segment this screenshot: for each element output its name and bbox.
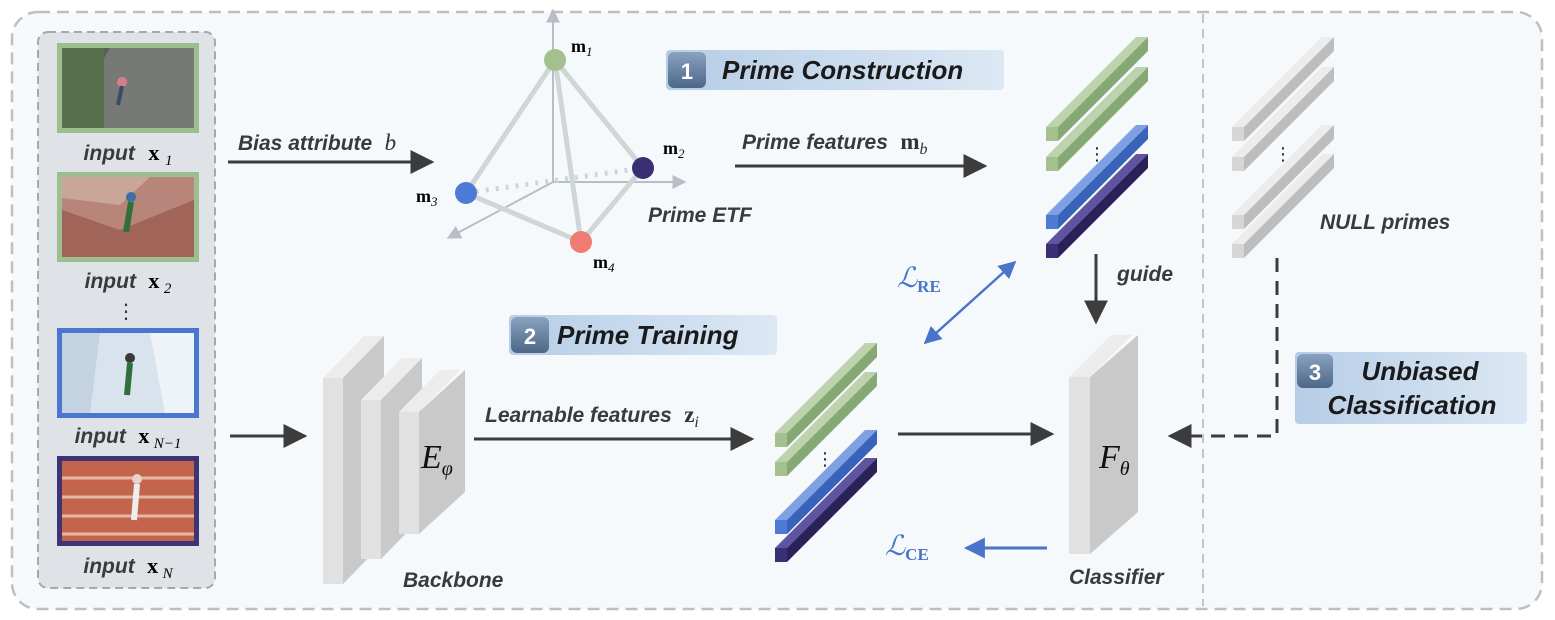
etf-label-m1: m1 bbox=[571, 36, 593, 59]
section-3-title-line1: Unbiased bbox=[1361, 356, 1479, 386]
section-3-title-line2: Classification bbox=[1327, 390, 1496, 420]
section-1-title: Prime Construction bbox=[722, 55, 963, 85]
null-primes-stack: ⋮ bbox=[1232, 37, 1334, 258]
section-3-banner: 3 Unbiased Classification bbox=[1295, 352, 1527, 424]
learnable-feature-stack: ⋮ bbox=[775, 343, 877, 562]
input-label-2: input x 2 bbox=[85, 268, 172, 297]
backbone-symbol: Eφ bbox=[420, 439, 453, 480]
inputs-ellipsis: ⋮ bbox=[116, 301, 136, 323]
re-loss-arrow bbox=[923, 260, 1017, 345]
prime-feature-stack: ⋮ bbox=[1046, 37, 1148, 258]
null-primes-dashed-arrow bbox=[1167, 258, 1279, 448]
learn-bar-navy bbox=[775, 458, 877, 562]
re-loss-label: ℒRE bbox=[897, 263, 941, 296]
input-image-1 bbox=[57, 43, 199, 133]
prime-stack-ellipsis: ⋮ bbox=[1088, 144, 1106, 164]
prime-etf-label: Prime ETF bbox=[648, 204, 753, 227]
null-primes-label: NULL primes bbox=[1320, 211, 1450, 234]
svg-text:2: 2 bbox=[524, 324, 536, 349]
backbone-label: Backbone bbox=[403, 569, 504, 592]
null-bar-4 bbox=[1232, 154, 1334, 258]
etf-vertex-m3 bbox=[455, 182, 477, 204]
learnable-features-label: Learnable features zi bbox=[485, 402, 699, 431]
null-bar-2 bbox=[1232, 67, 1334, 171]
prime-bar-navy bbox=[1046, 154, 1148, 258]
input-image-2 bbox=[57, 172, 199, 262]
null-bar-1 bbox=[1232, 37, 1334, 141]
null-stack-ellipsis: ⋮ bbox=[1274, 144, 1292, 164]
prime-bar-green-1 bbox=[1046, 37, 1148, 141]
section-2-banner: 2 Prime Training bbox=[509, 315, 777, 355]
svg-text:1: 1 bbox=[681, 59, 693, 84]
svg-text:3: 3 bbox=[1309, 360, 1321, 385]
etf-vertex-m2 bbox=[632, 157, 654, 179]
learn-stack-ellipsis: ⋮ bbox=[816, 449, 834, 469]
etf-vertex-m4 bbox=[570, 231, 592, 253]
learn-bar-blue bbox=[775, 430, 877, 534]
classifier bbox=[1069, 335, 1138, 554]
backbone-layer-3 bbox=[399, 370, 465, 534]
prime-bar-green-2 bbox=[1046, 67, 1148, 171]
etf-label-m4: m4 bbox=[593, 252, 615, 275]
classifier-symbol: Fθ bbox=[1098, 439, 1130, 480]
prime-etf bbox=[446, 8, 687, 253]
etf-label-m2: m2 bbox=[663, 138, 685, 161]
input-image-n bbox=[57, 456, 199, 546]
section-1-banner: 1 Prime Construction bbox=[666, 50, 1004, 90]
classifier-label: Classifier bbox=[1069, 566, 1165, 589]
ce-loss-label: ℒCE bbox=[885, 531, 929, 564]
null-bar-3 bbox=[1232, 125, 1334, 229]
input-label-n-minus-1: input x N−1 bbox=[75, 423, 182, 452]
guide-label: guide bbox=[1116, 263, 1173, 286]
input-label-1: input x 1 bbox=[84, 140, 173, 169]
backbone bbox=[323, 336, 465, 584]
learn-bar-green-2 bbox=[775, 372, 877, 476]
bias-attribute-label: Bias attribute b bbox=[238, 130, 396, 155]
input-label-n: input x N bbox=[83, 553, 173, 582]
prime-bar-blue bbox=[1046, 125, 1148, 229]
etf-vertex-m1 bbox=[544, 49, 566, 71]
etf-label-m3: m3 bbox=[416, 186, 438, 209]
section-2-title: Prime Training bbox=[557, 320, 739, 350]
inputs-panel bbox=[37, 31, 216, 589]
input-image-n-minus-1 bbox=[57, 328, 199, 418]
learn-bar-green-1 bbox=[775, 343, 877, 447]
prime-features-label: Prime features mb bbox=[742, 129, 928, 158]
